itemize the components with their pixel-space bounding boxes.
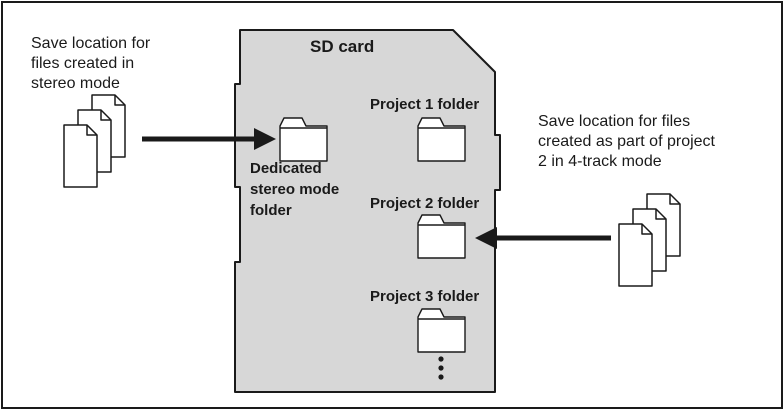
folder-label-line: stereo mode	[250, 181, 340, 198]
note-line: 2 in 4-track mode	[538, 153, 662, 170]
project-3-folder-label: Project 3 folder	[370, 288, 480, 305]
ellipsis-dots-icon	[438, 356, 444, 380]
folder-label-line: Dedicated	[250, 160, 322, 177]
folder-label-line: folder	[250, 202, 292, 219]
arrow-to-project-2-folder-icon	[475, 227, 611, 249]
project-2-folder-label: Project 2 folder	[370, 195, 480, 212]
document-stack-icon	[618, 193, 681, 287]
note-line: Save location for files	[538, 113, 691, 130]
project-save-note: Save location for files created as part …	[538, 112, 715, 172]
note-line: files created in	[31, 55, 135, 72]
note-line: Save location for	[31, 35, 151, 52]
note-line: stereo mode	[31, 75, 120, 92]
stereo-folder-label: Dedicated stereo mode folder	[250, 158, 339, 221]
project-1-folder-label: Project 1 folder	[370, 96, 480, 113]
card-title: SD card	[310, 37, 375, 56]
stereo-save-note: Save location for files created in stere…	[31, 34, 150, 94]
note-line: created as part of project	[538, 133, 715, 150]
arrow-to-stereo-folder-icon	[142, 128, 276, 150]
document-stack-icon	[63, 94, 126, 188]
